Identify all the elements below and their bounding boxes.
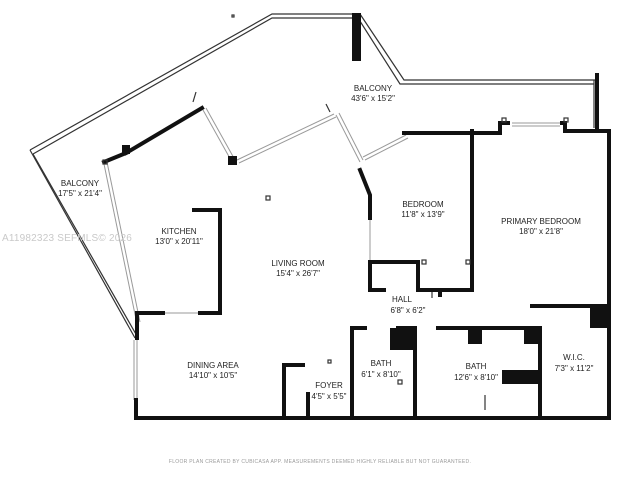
room-label-balcony-left: BALCONY 17'5" x 21'4"	[58, 179, 102, 198]
balcony-outline	[29, 13, 595, 339]
room-label-foyer: FOYER 4'5" x 5'5"	[312, 381, 347, 401]
room-name: BATH	[466, 362, 487, 371]
room-dimensions: 6'1" x 8'10"	[361, 370, 401, 379]
room-label-hall: HALL 6'8" x 6'2"	[391, 295, 426, 315]
room-dimensions: 13'0" x 20'11"	[155, 237, 203, 246]
room-name: PRIMARY BEDROOM	[501, 217, 581, 226]
room-dimensions: 6'8" x 6'2"	[391, 306, 426, 315]
room-dimensions: 12'6" x 8'10"	[454, 373, 498, 382]
footer-disclaimer: FLOOR PLAN CREATED BY CUBICASA APP. MEAS…	[168, 459, 472, 465]
room-name: W.I.C.	[563, 353, 585, 362]
mls-watermark: A11982323 SEFMLS© 2026	[2, 233, 133, 244]
room-label-primary-bedroom: PRIMARY BEDROOM 18'0" x 21'8"	[501, 217, 581, 236]
room-dimensions: 7'3" x 11'2"	[555, 364, 594, 373]
room-label-bedroom: BEDROOM 11'8" x 13'9"	[401, 200, 444, 219]
room-label-balcony-top: BALCONY 43'6" x 15'2"	[351, 84, 395, 103]
room-dimensions: 43'6" x 15'2"	[351, 94, 395, 103]
room-name: KITCHEN	[161, 227, 196, 236]
room-name: BEDROOM	[402, 200, 444, 209]
room-name: LIVING ROOM	[271, 259, 325, 268]
room-dimensions: 11'8" x 13'9"	[401, 210, 444, 219]
structural-blocks	[122, 13, 609, 384]
room-label-wic: W.I.C. 7'3" x 11'2"	[555, 353, 594, 373]
window-segments	[103, 107, 560, 400]
room-dimensions: 15'4" x 26'7"	[276, 269, 320, 278]
room-label-bath-1: BATH 6'1" x 8'10"	[361, 359, 401, 379]
room-name: BATH	[371, 359, 392, 368]
room-dimensions: 18'0" x 21'8"	[519, 227, 563, 236]
room-label-living-room: LIVING ROOM 15'4" x 26'7"	[271, 259, 325, 278]
room-name: BALCONY	[61, 179, 100, 188]
room-label-dining-area: DINING AREA 14'10" x 10'5"	[187, 361, 239, 380]
room-label-bath-2: BATH 12'6" x 8'10"	[454, 362, 498, 382]
room-dimensions: 14'10" x 10'5"	[189, 371, 237, 380]
room-name: BALCONY	[354, 84, 393, 93]
room-dimensions: 4'5" x 5'5"	[312, 392, 347, 401]
room-dimensions: 17'5" x 21'4"	[58, 189, 102, 198]
fixture-marks	[102, 14, 569, 410]
room-name: HALL	[392, 295, 413, 304]
room-label-kitchen: KITCHEN 13'0" x 20'11"	[155, 227, 203, 246]
room-name: DINING AREA	[187, 361, 239, 370]
room-name: FOYER	[315, 381, 343, 390]
